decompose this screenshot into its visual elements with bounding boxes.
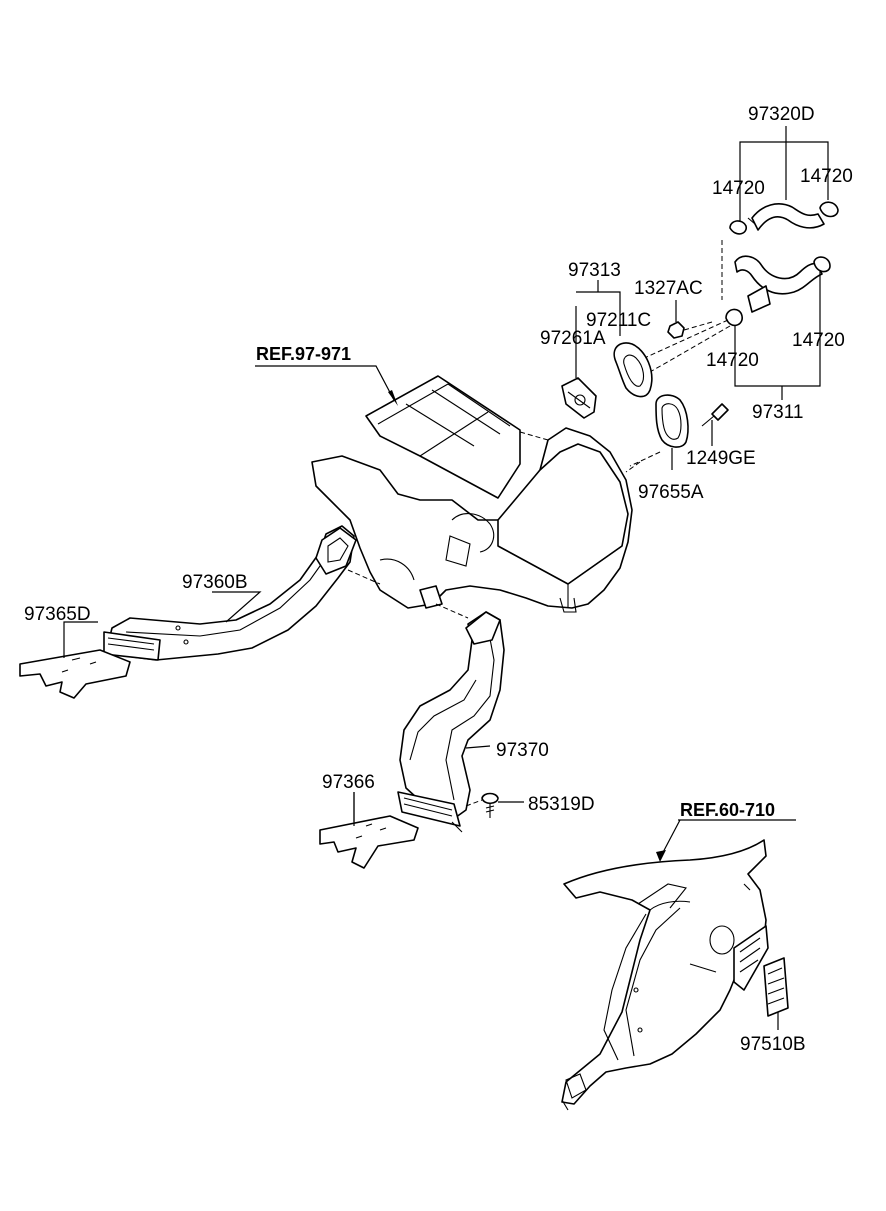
duct-97360b [103, 525, 381, 661]
nut-1327ac [667, 321, 685, 339]
grommet-97211c [613, 342, 653, 398]
leaders-grommets [575, 280, 713, 470]
label-14720-top-left: 14720 [712, 178, 765, 199]
seal-97655a [655, 394, 689, 448]
label-97655a: 97655A [638, 482, 704, 503]
label-97360b: 97360B [182, 572, 248, 593]
label-97510b: 97510B [740, 1034, 806, 1055]
gasket-97261a [561, 377, 597, 419]
label-14720-top-right: 14720 [800, 166, 853, 187]
hose-assembly-97320d [639, 201, 839, 373]
cover-97366 [319, 815, 419, 869]
heater-unit [311, 375, 661, 613]
duct-97370 [397, 603, 505, 833]
leader-ref-97-971 [255, 365, 398, 406]
label-97211c: 97211C [586, 310, 651, 331]
label-97261a: 97261A [540, 328, 606, 349]
label-97313: 97313 [568, 260, 621, 281]
screw-85319d [465, 792, 499, 818]
ref-label-97-971: REF.97-971 [256, 344, 351, 364]
labels: 97320D 14720 14720 14720 14720 97311 973… [24, 104, 853, 1055]
label-97365d: 97365D [24, 604, 91, 625]
ref-label-60-710: REF.60-710 [680, 800, 775, 820]
label-97320d: 97320D [748, 104, 815, 125]
label-14720-bottom-right: 14720 [792, 330, 845, 351]
label-97366: 97366 [322, 772, 375, 793]
label-97311: 97311 [752, 402, 803, 423]
cover-97365d [19, 649, 131, 699]
label-1249ge: 1249GE [686, 448, 756, 469]
label-85319d: 85319D [528, 794, 595, 815]
label-97370: 97370 [496, 740, 549, 761]
bolt-1249ge [701, 403, 729, 427]
label-14720-bottom-left: 14720 [706, 350, 759, 371]
quarter-panel [561, 839, 769, 1111]
leaders-quarter [656, 819, 796, 1030]
leaders-hoses [734, 126, 829, 400]
vent-97510b [763, 957, 789, 1017]
label-1327ac: 1327AC [634, 278, 703, 299]
leaders-ducts [63, 591, 524, 826]
